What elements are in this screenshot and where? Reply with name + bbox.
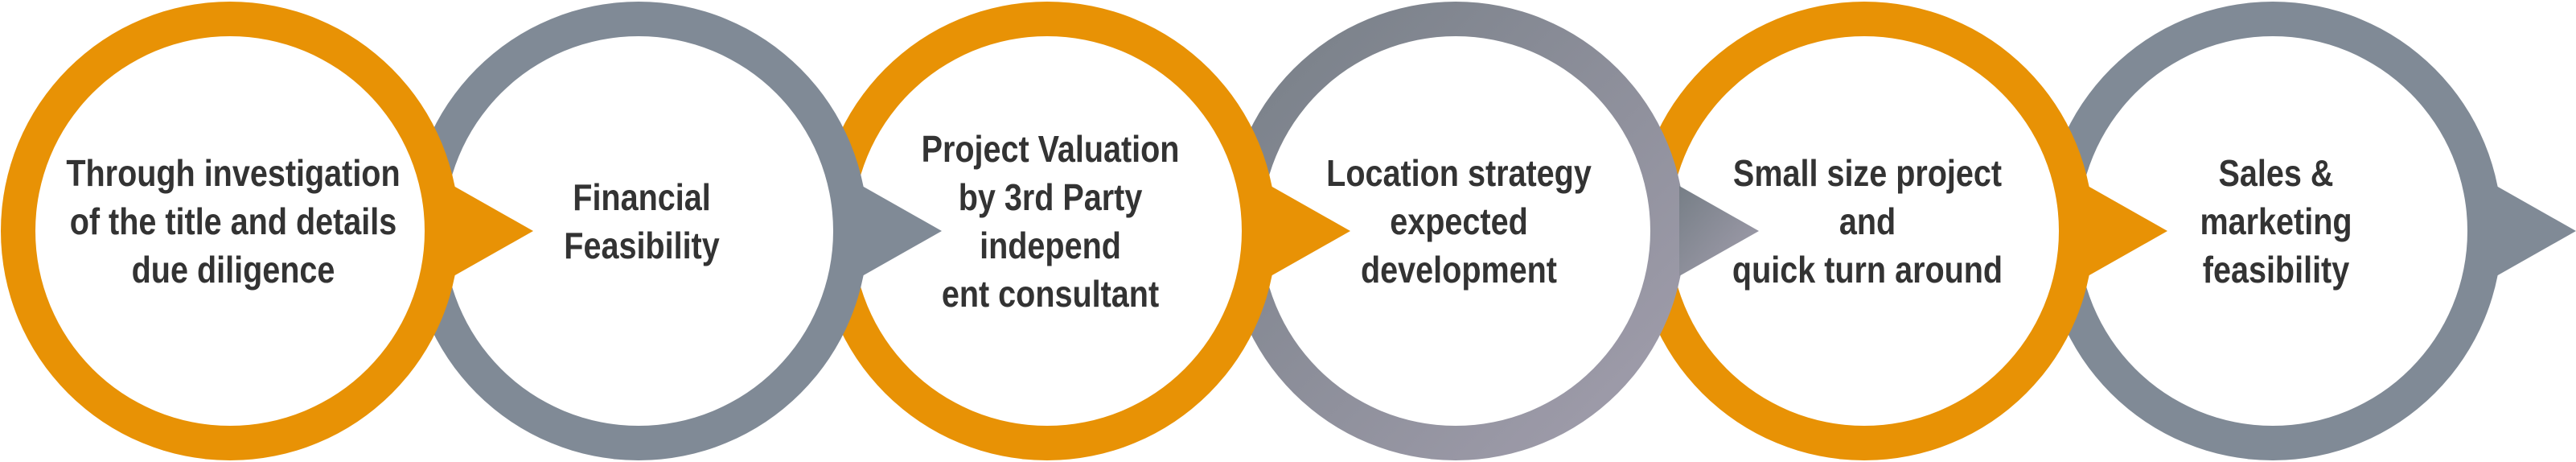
step-inner bbox=[2078, 36, 2467, 426]
process-step-3: Project Valuation by 3rd Party independ ent… bbox=[818, 2, 1350, 460]
step-label-line: Financial bbox=[573, 177, 710, 218]
step-inner bbox=[444, 36, 833, 426]
process-step-4: Location strategy expected development bbox=[1226, 2, 1759, 460]
arrow-right-icon bbox=[2496, 186, 2576, 276]
step-label-line: Location strategy bbox=[1326, 153, 1592, 194]
process-step-1: Through investigation of the title and de… bbox=[1, 2, 533, 460]
arrow-right-icon bbox=[1679, 186, 1759, 276]
step-label-line: development bbox=[1361, 250, 1557, 291]
arrow-right-icon bbox=[454, 186, 533, 276]
step-label-line: Project Valuation bbox=[922, 129, 1180, 170]
step-label-line: Feasibility bbox=[564, 225, 720, 266]
step-label-line: by 3rd Party bbox=[959, 177, 1143, 218]
step-label-line: Sales & bbox=[2219, 153, 2334, 194]
step-label-line: of the title and details bbox=[70, 201, 397, 242]
step-label-line: quick turn around bbox=[1732, 250, 2003, 291]
step-inner bbox=[853, 36, 1242, 426]
step-label-line: marketing bbox=[2200, 201, 2352, 242]
arrow-right-icon bbox=[1271, 186, 1350, 276]
step-label-line: expected bbox=[1390, 201, 1527, 242]
arrow-right-icon bbox=[862, 186, 942, 276]
process-step-6: Sales & marketing feasibility bbox=[2044, 2, 2576, 460]
step-inner bbox=[1670, 36, 2059, 426]
step-label-line: Through investigation bbox=[66, 153, 400, 194]
step-inner bbox=[1261, 36, 1650, 426]
step-label-line: and bbox=[1839, 201, 1896, 242]
step-inner bbox=[35, 36, 425, 426]
step-label-line: Small size project bbox=[1733, 153, 2002, 194]
arrow-right-icon bbox=[2088, 186, 2167, 276]
step-label-line: independ bbox=[980, 225, 1121, 266]
process-step-5: Small size project and quick turn around bbox=[1635, 2, 2167, 460]
step-label-line: feasibility bbox=[2203, 250, 2350, 291]
step-label-line: due diligence bbox=[132, 250, 335, 291]
step-label-line: ent consultant bbox=[942, 274, 1159, 315]
